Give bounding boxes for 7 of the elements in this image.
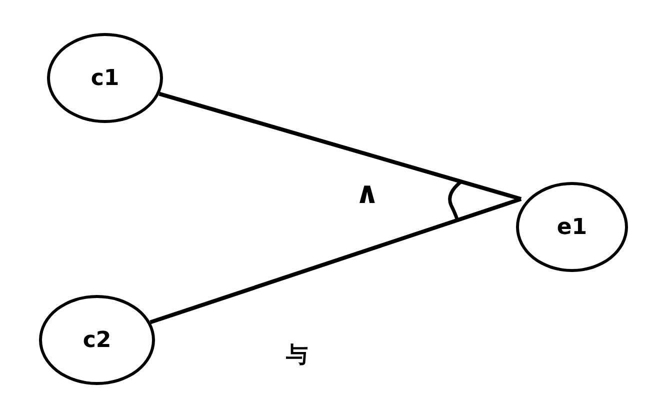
node-label: c2 <box>82 328 112 352</box>
logic-symbol: ∧ <box>355 176 380 211</box>
connector-line <box>150 197 522 324</box>
node-label: e1 <box>556 214 588 240</box>
annotation-text: 与 <box>286 342 308 370</box>
node-label: c1 <box>90 66 120 90</box>
connector-line <box>158 92 522 201</box>
